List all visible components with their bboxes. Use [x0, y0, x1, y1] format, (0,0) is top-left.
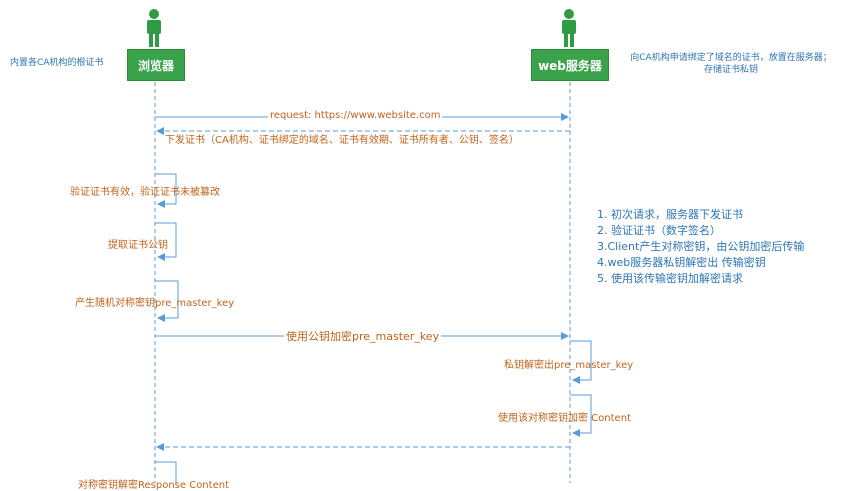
decrypt-content-loop	[155, 461, 177, 483]
verify-label: 验证证书有效，验证证书未被篡改	[70, 187, 220, 198]
summary-item: 4.web服务器私钥解密出 传输密钥	[597, 256, 766, 269]
server-person-icon	[562, 9, 576, 47]
server-note-line: 向CA机构申请绑定了域名的证书，放置在服务器；	[630, 53, 832, 63]
summary-item: 1. 初次请求，服务器下发证书	[597, 208, 743, 221]
summary-item: 5. 使用该传输密钥加解密请求	[597, 272, 743, 285]
server-actor: web服务器	[531, 49, 609, 81]
decrypt-content-label: 对称密钥解密Response Content	[78, 480, 229, 491]
server-note-line: 存储证书私钥	[703, 65, 758, 75]
summary-item: 3.Client产生对称密钥，由公钥加密后传输	[597, 240, 805, 253]
decrypt-key-label: 私钥解密出pre_master_key	[504, 360, 634, 371]
server-note: 向CA机构申请绑定了域名的证书，放置在服务器； 存储证书私钥	[616, 52, 846, 76]
summary-item: 2. 验证证书（数字签名）	[597, 224, 721, 237]
encrypt-content-label: 使用该对称密钥加密 Content	[498, 413, 631, 424]
extract-label: 提取证书公钥	[108, 240, 168, 251]
browser-actor: 浏览器	[127, 49, 185, 81]
verify-loop	[155, 173, 177, 208]
request-label: request: https://www.website.com	[268, 110, 443, 121]
send-cert-label: 下发证书（CA机构、证书绑定的域名、证书有效期、证书所有者、公钥、签名）	[165, 135, 519, 146]
encrypt-key-label: 使用公钥加密pre_master_key	[284, 328, 442, 344]
encrypt-content-loop	[570, 394, 592, 437]
genkey-label: 产生随机对称密钥pre_master_key	[75, 298, 235, 309]
summary-list: 1. 初次请求，服务器下发证书 2. 验证证书（数字签名） 3.Client产生…	[597, 207, 804, 287]
browser-person-icon	[147, 9, 161, 47]
genkey-loop	[155, 280, 179, 322]
browser-note: 内置各CA机构的根证书	[10, 58, 104, 68]
extract-loop	[155, 222, 177, 261]
decrypt-loop	[570, 340, 592, 384]
